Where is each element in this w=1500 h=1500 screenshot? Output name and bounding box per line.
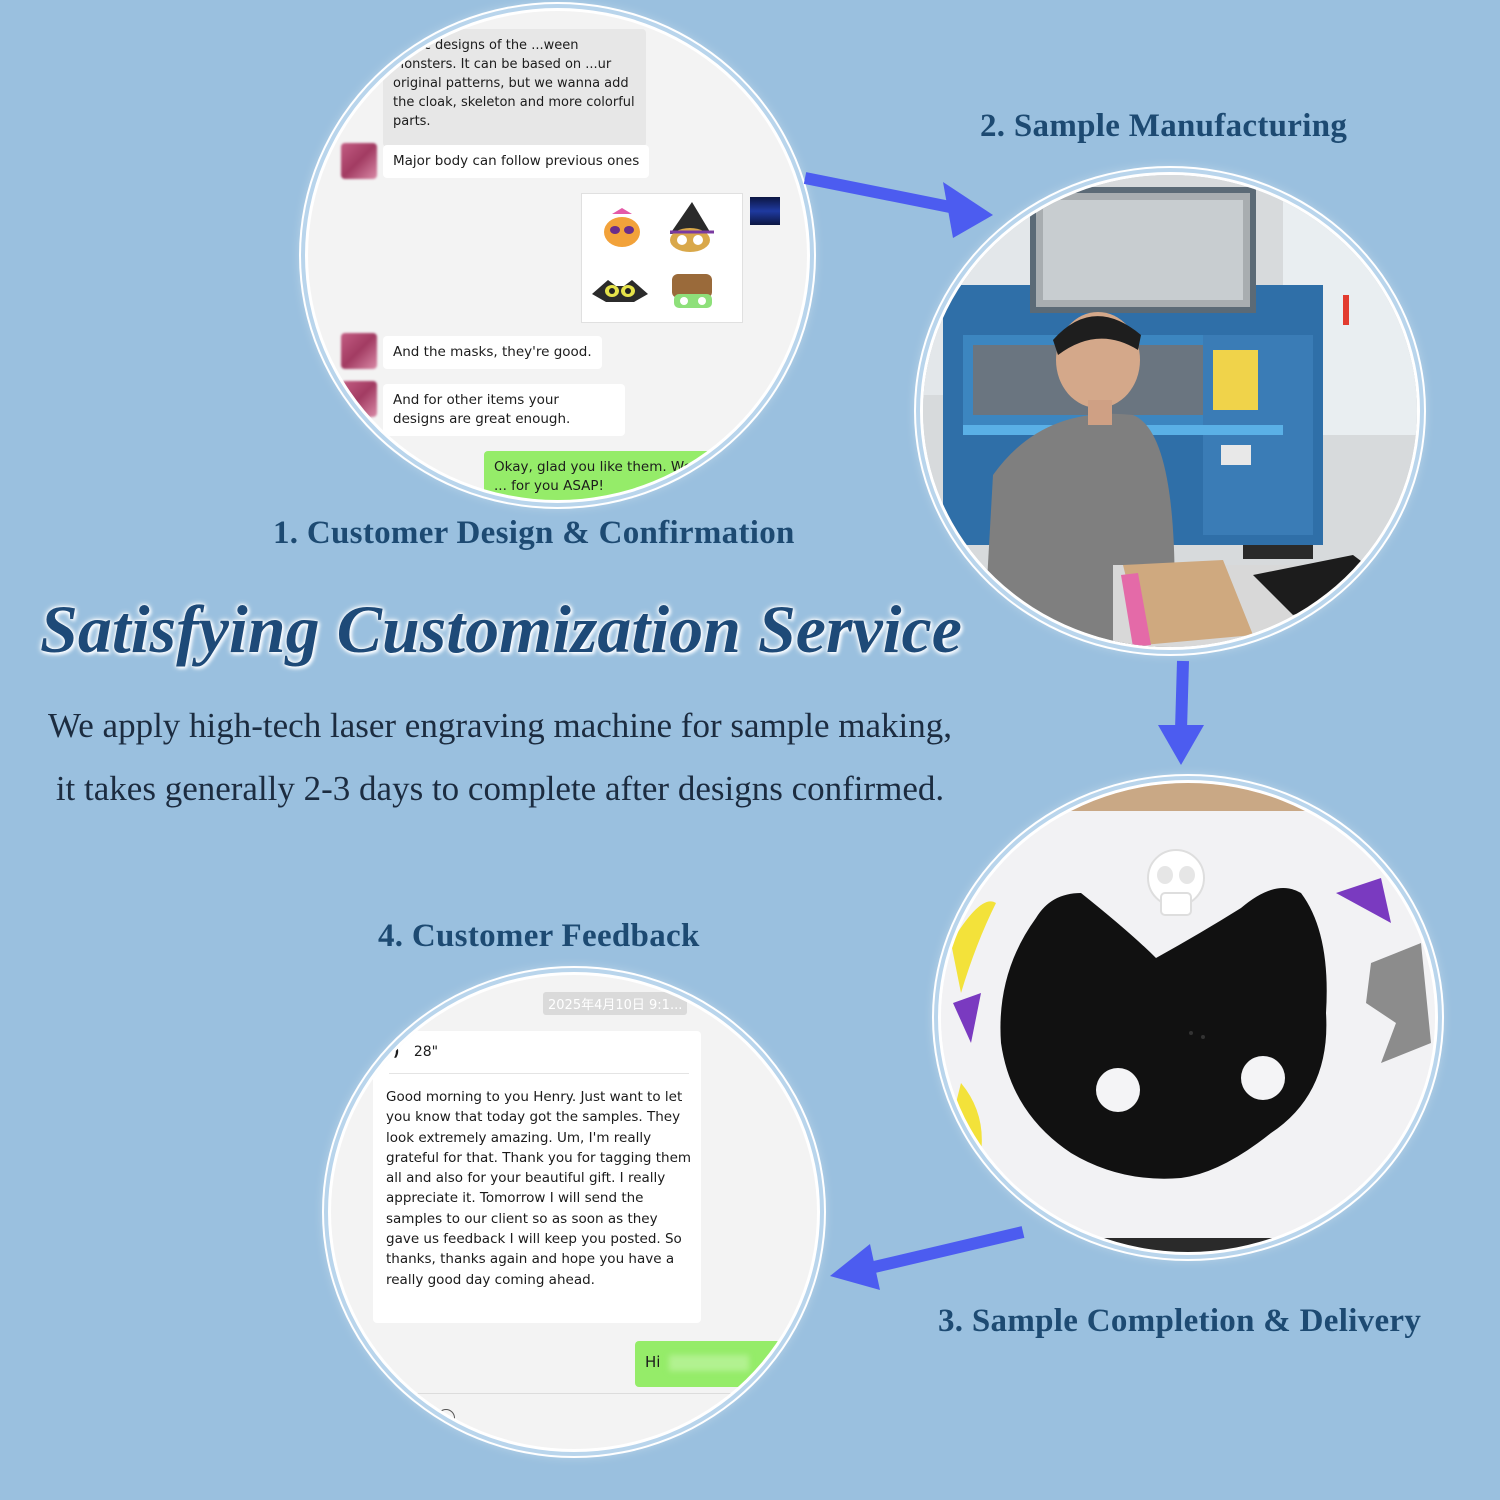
step-3-title: 3. Sample Completion & Delivery — [938, 1303, 1422, 1339]
sender-avatar — [750, 197, 780, 225]
laser-machine-photo — [923, 175, 1417, 647]
chat-input-divider — [331, 1393, 817, 1394]
arrow-step1-to-step2 — [803, 172, 993, 238]
chat-reply-bubble: Hi — [635, 1341, 805, 1387]
mask-designs-image — [581, 193, 743, 323]
cat-mask-sample-photo — [941, 783, 1435, 1252]
voice-message: ) 28" Good morning to you Henry. Just wa… — [373, 1031, 701, 1323]
voice-message-header[interactable]: ) 28" — [393, 1044, 438, 1060]
design-chat-circle: ...asic designs of the ...ween Monsters.… — [305, 8, 810, 503]
emoji-icon[interactable] — [437, 1409, 455, 1427]
chat-message-sent: Okay, glad you like them. We'll ... for … — [484, 451, 714, 500]
chat-message: And for other items your designs are gre… — [383, 384, 625, 436]
step-1-title: 1. Customer Design & Confirmation — [273, 515, 795, 551]
subtitle-line-2: it takes generally 2-3 days to complete … — [55, 769, 945, 808]
mask-designs-illustration — [592, 202, 714, 308]
redacted-name — [669, 1354, 750, 1371]
avatar — [341, 381, 377, 417]
voice-transcript: Good morning to you Henry. Just want to … — [386, 1089, 692, 1288]
laser-machine-photo-circle — [920, 172, 1420, 650]
voice-play-icon[interactable]: ) — [393, 1044, 400, 1060]
chat-timestamp: 2025年4月10日 9:1... — [543, 992, 688, 1015]
feedback-chat-circle: 2025年4月10日 9:1... ) 28" Good morning to … — [328, 972, 820, 1452]
chat-message: ...asic designs of the ...ween Monsters.… — [383, 29, 646, 147]
avatar — [341, 143, 377, 179]
arrow-step2-to-step3 — [1158, 660, 1204, 765]
divider — [389, 1073, 689, 1074]
chat-message: Major body can follow previous ones — [383, 145, 650, 178]
step-2-title: 2. Sample Manufacturing — [980, 108, 1348, 144]
step-4-title: 4. Customer Feedback — [378, 918, 700, 954]
voice-duration: 28" — [413, 1044, 439, 1060]
subtitle-line-1: We apply high-tech laser engraving machi… — [48, 706, 952, 745]
avatar — [341, 333, 377, 369]
arrow-step3-to-step4 — [830, 1226, 1025, 1290]
main-title: Satisfying Customization Service — [40, 591, 962, 667]
finished-sample-photo-circle — [938, 780, 1438, 1255]
chat-message: And the masks, they're good. — [383, 336, 602, 369]
